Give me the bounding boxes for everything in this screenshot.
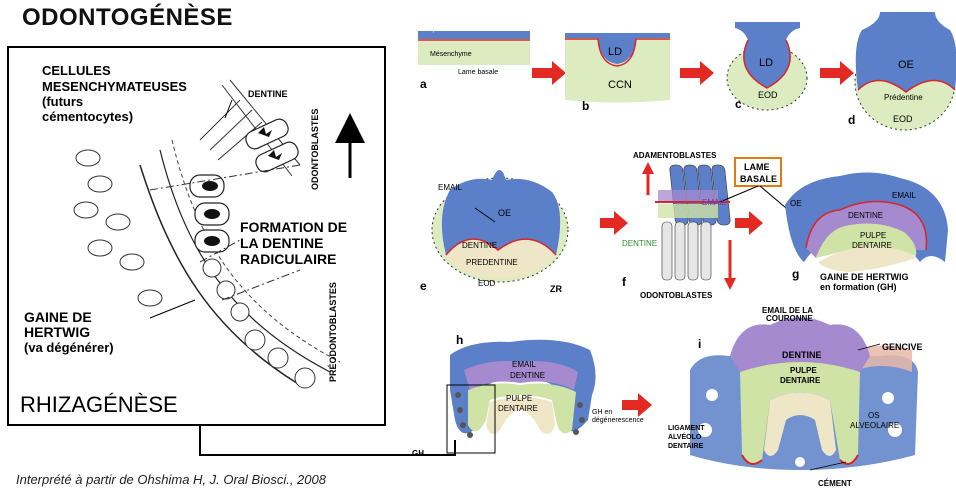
ligament-label: LIGAMENT bbox=[668, 425, 705, 432]
stage-d: OE Prédentine EOD d bbox=[848, 12, 956, 130]
stage-f: ADAMENTOBLASTES LAME BASALE EMAIL DENTIN… bbox=[622, 151, 812, 300]
cellules-label: CELLULES bbox=[42, 63, 111, 78]
dentine-label: DENTINE bbox=[248, 89, 288, 99]
cementocytes-label: cémentocytes) bbox=[42, 109, 133, 124]
alveolo-label: ALVÉOLO bbox=[668, 432, 702, 441]
arrow-h-i bbox=[622, 393, 652, 417]
rhizagenese-panel: CELLULES MESENCHYMATEUSES (futurs cément… bbox=[8, 47, 385, 425]
ld-c-label: LD bbox=[759, 57, 773, 69]
stage-i: EMAIL DE LA COURONNE GENCIVE DENTINE PUL… bbox=[668, 306, 923, 488]
os-label: OS bbox=[868, 411, 880, 420]
preodontoblastes-vertical-label: PRÉODONTOBLASTES bbox=[328, 282, 338, 382]
stage-g-letter: g bbox=[792, 267, 799, 281]
stage-a: Epithélium buccal Mésenchyme Lame basale… bbox=[418, 26, 530, 91]
hertwig-label: HERTWIG bbox=[24, 324, 90, 340]
futurs-label: (futurs bbox=[42, 94, 83, 109]
mesenchymateuses-label: MESENCHYMATEUSES bbox=[42, 79, 187, 94]
gencive-label: GENCIVE bbox=[882, 342, 923, 352]
eod-e-label: EOD bbox=[478, 279, 496, 288]
stage-f-letter: f bbox=[622, 275, 627, 289]
gaine-label: GAINE DE bbox=[24, 309, 92, 325]
odontoblastes-f-label: ODONTOBLASTES bbox=[640, 291, 713, 300]
dentaire-h-label: DENTAIRE bbox=[498, 404, 538, 413]
predentine-e-label: PREDENTINE bbox=[466, 258, 518, 267]
eod-c-label: EOD bbox=[758, 90, 778, 100]
alveolaire-label: ALVEOLAIRE bbox=[850, 421, 899, 430]
dentine-i-label: DENTINE bbox=[782, 350, 822, 360]
stage-h-letter: h bbox=[456, 333, 463, 347]
odontoblastes-vertical-label: ODONTOBLASTES bbox=[310, 109, 320, 190]
mesenchyme-label: Mésenchyme bbox=[430, 51, 472, 58]
zr-label: ZR bbox=[550, 284, 562, 294]
lame-label: LAME bbox=[744, 162, 770, 172]
arrow-c-d bbox=[820, 61, 854, 85]
pulpe-g-label: PULPE bbox=[860, 231, 886, 240]
dentaire-lig-label: DENTAIRE bbox=[668, 443, 704, 450]
formation-g-label: en formation (GH) bbox=[820, 282, 897, 292]
arrow-a-b bbox=[532, 61, 566, 85]
dentine-g-label: DENTINE bbox=[848, 211, 883, 220]
epithelium-label: Epithélium buccal bbox=[428, 26, 483, 33]
formation-label: FORMATION DE bbox=[240, 219, 347, 235]
stage-i-letter: i bbox=[698, 337, 701, 351]
degenerescence-label: dégénerescence bbox=[592, 417, 644, 424]
gh-label: GH bbox=[412, 449, 424, 458]
dentaire-i-label: DENTAIRE bbox=[780, 376, 821, 385]
arrow-b-c bbox=[680, 61, 714, 85]
stage-d-letter: d bbox=[848, 113, 855, 127]
rhizagenese-label: RHIZAGÉNÈSE bbox=[20, 392, 178, 417]
dentine-h-label: DENTINE bbox=[510, 371, 545, 380]
dentine-radiculaire-label: LA DENTINE bbox=[240, 235, 323, 251]
stage-b-letter: b bbox=[582, 99, 589, 113]
gh-degen-label: GH en bbox=[592, 409, 612, 416]
arrow-e-f bbox=[600, 211, 628, 235]
gaine-g-label: GAINE DE HERTWIG bbox=[820, 272, 909, 282]
predentine-d-label: Prédentine bbox=[884, 93, 923, 102]
basale-label: BASALE bbox=[740, 174, 777, 184]
arrow-f-g bbox=[735, 211, 763, 235]
radiculaire-label: RADICULAIRE bbox=[240, 251, 336, 267]
email-e-label: EMAIL bbox=[438, 183, 463, 192]
email-f-label: EMAIL bbox=[702, 198, 727, 207]
couronne-label: COURONNE bbox=[766, 314, 813, 323]
adamantoblastes-label: ADAMENTOBLASTES bbox=[633, 151, 717, 160]
stage-a-letter: a bbox=[420, 77, 427, 91]
ld-b-label: LD bbox=[608, 46, 622, 58]
stage-b: LD CCN b bbox=[565, 33, 670, 113]
cement-label: CÉMENT bbox=[818, 479, 852, 488]
stage-c: LD EOD c bbox=[727, 22, 807, 111]
pulpe-h-label: PULPE bbox=[506, 394, 532, 403]
email-h-label: EMAIL bbox=[512, 360, 537, 369]
stage-e-letter: e bbox=[420, 279, 427, 293]
oe-d-label: OE bbox=[898, 59, 914, 71]
dentine-f-label: DENTINE bbox=[622, 239, 657, 248]
stage-g: OE EMAIL DENTINE PULPE DENTAIRE GAINE DE… bbox=[785, 172, 948, 292]
ccn-label: CCN bbox=[608, 79, 632, 91]
oe-g-label: OE bbox=[790, 199, 802, 208]
va-degenerer-label: (va dégénérer) bbox=[24, 340, 114, 355]
lame-basale-label: Lame basale bbox=[458, 69, 498, 76]
stage-h: EMAIL DENTINE PULPE DENTAIRE GH en dégén… bbox=[412, 333, 644, 458]
stage-c-letter: c bbox=[735, 97, 742, 111]
stage-e: EMAIL OE DENTINE PREDENTINE EOD ZR e bbox=[420, 170, 568, 294]
email-g-label: EMAIL bbox=[892, 191, 917, 200]
dentine-e-label: DENTINE bbox=[462, 241, 497, 250]
dentaire-g-label: DENTAIRE bbox=[852, 241, 892, 250]
oe-e-label: OE bbox=[498, 208, 511, 218]
eod-d-label: EOD bbox=[893, 114, 913, 124]
pulpe-i-label: PULPE bbox=[790, 366, 817, 375]
